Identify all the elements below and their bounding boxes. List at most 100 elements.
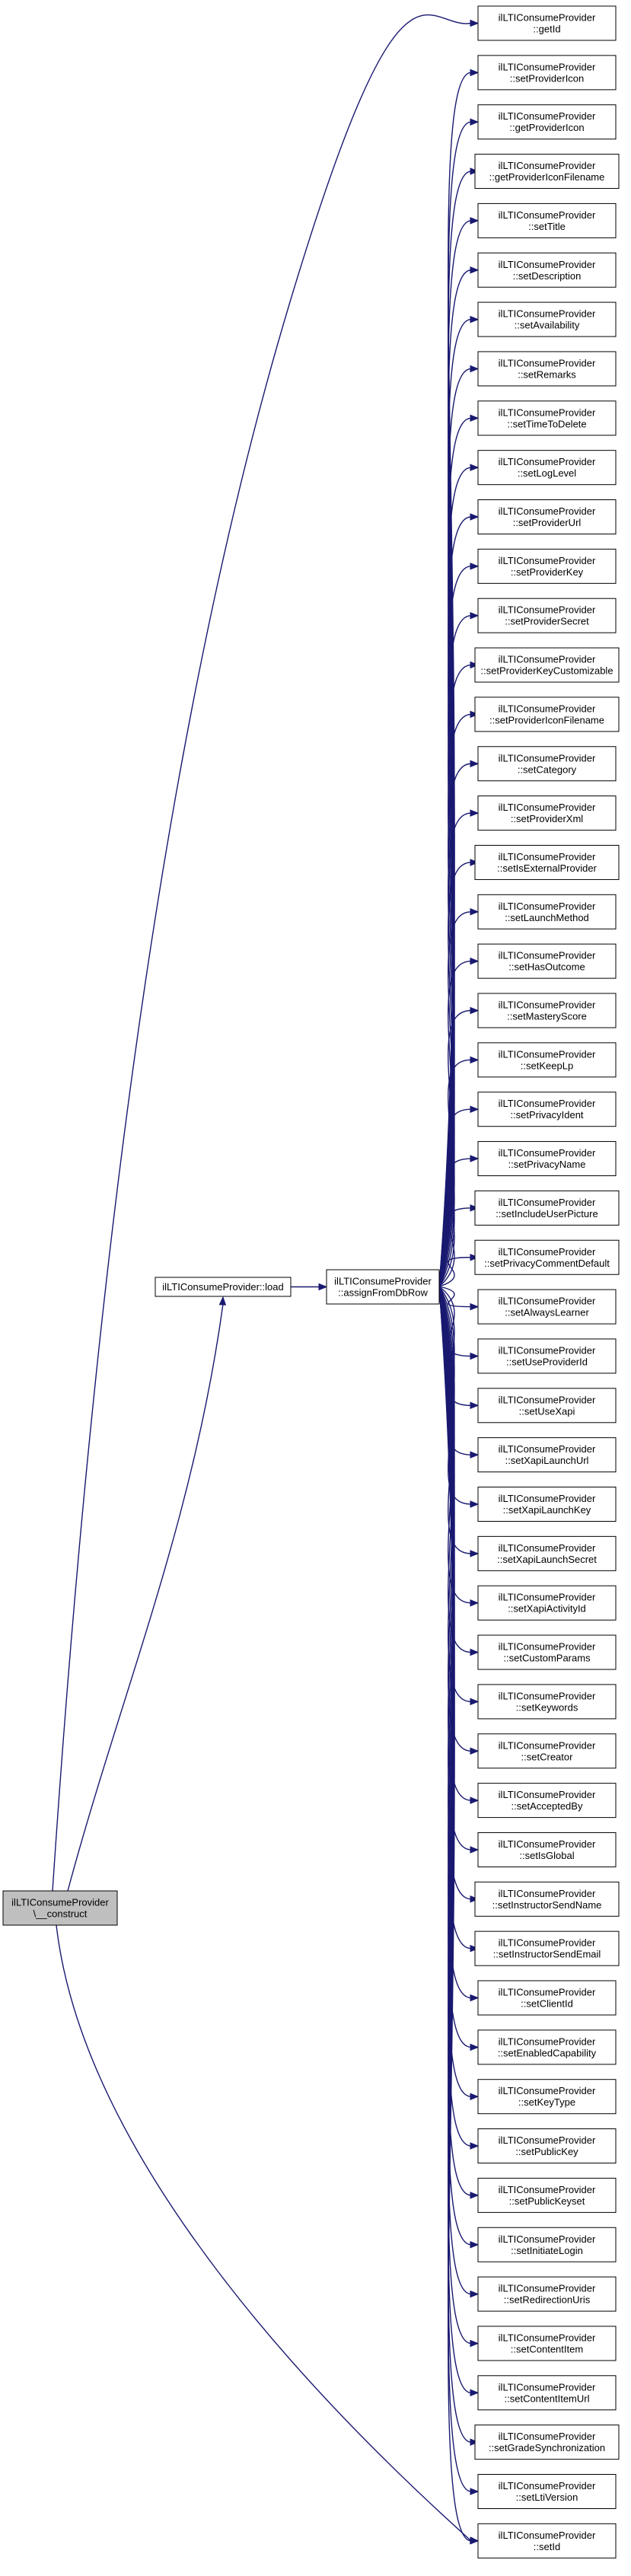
node-load-box xyxy=(155,1277,292,1297)
node-set-xapi-launch-url[interactable]: ilLTIConsumeProvider::setXapiLaunchUrl xyxy=(477,1437,617,1473)
node-set-remarks[interactable]: ilLTIConsumeProvider::setRemarks xyxy=(477,351,617,387)
node-set-provider-icon-filename[interactable]: ilLTIConsumeProvider::setProviderIconFil… xyxy=(474,697,620,732)
node-set-include-user-picture[interactable]: ilLTIConsumeProvider::setIncludeUserPict… xyxy=(474,1190,620,1226)
node-set-log-level[interactable]: ilLTIConsumeProvider::setLogLevel xyxy=(477,450,617,486)
edge-assign-to-set-provider-icon-arrowhead xyxy=(470,69,480,77)
node-set-content-item-url[interactable]: ilLTIConsumeProvider::setContentItemUrl xyxy=(477,2375,617,2411)
node-set-redirection-uris[interactable]: ilLTIConsumeProvider::setRedirectionUris xyxy=(477,2276,617,2312)
node-set-provider-key-customizable[interactable]: ilLTIConsumeProvider::setProviderKeyCust… xyxy=(474,647,620,683)
edge-assign-to-set-log-level-arrowhead xyxy=(470,464,480,471)
node-set-is-external-provider-box xyxy=(474,844,620,880)
edge-assign-to-set-launch-method-line xyxy=(438,911,472,1287)
node-set-category-box xyxy=(477,746,617,782)
node-set-id[interactable]: ilLTIConsumeProvider::setId xyxy=(477,2523,617,2558)
node-set-use-provider-id-label-line1: ilLTIConsumeProvider xyxy=(499,1344,596,1356)
node-set-provider-key[interactable]: ilLTIConsumeProvider::setProviderKey xyxy=(477,548,617,584)
node-assign-from-db-row[interactable]: ilLTIConsumeProvider::assignFromDbRow xyxy=(326,1269,440,1305)
node-set-description[interactable]: ilLTIConsumeProvider::setDescription xyxy=(477,252,617,288)
edge-assign-to-set-key-type-arrowhead xyxy=(470,2093,480,2100)
edge-construct-to-set-id-arrowhead xyxy=(470,2536,480,2544)
node-set-always-learner[interactable]: ilLTIConsumeProvider::setAlwaysLearner xyxy=(477,1289,617,1325)
node-set-custom-params-label-line1: ilLTIConsumeProvider xyxy=(499,1641,596,1653)
node-set-privacy-ident-label-line1: ilLTIConsumeProvider xyxy=(499,1098,596,1109)
edge-assign-to-set-provider-url xyxy=(438,513,480,1287)
node-get-id[interactable]: ilLTIConsumeProvider::getId xyxy=(477,5,617,41)
node-set-privacy-name[interactable]: ilLTIConsumeProvider::setPrivacyName xyxy=(477,1141,617,1177)
edge-assign-to-set-provider-key-line xyxy=(438,566,472,1287)
edge-assign-to-set-privacy-comment-default-arrowhead xyxy=(470,1254,480,1261)
node-set-accepted-by-label-line2: ::setAcceptedBy xyxy=(511,1800,583,1812)
edge-assign-to-set-use-provider-id-arrowhead xyxy=(470,1352,480,1360)
node-set-custom-params[interactable]: ilLTIConsumeProvider::setCustomParams xyxy=(477,1634,617,1670)
node-set-keep-lp-label-line2: ::setKeepLp xyxy=(521,1060,573,1071)
node-set-privacy-ident[interactable]: ilLTIConsumeProvider::setPrivacyIdent xyxy=(477,1092,617,1127)
node-set-key-type[interactable]: ilLTIConsumeProvider::setKeyType xyxy=(477,2079,617,2115)
edge-assign-to-set-lti-version-arrowhead xyxy=(470,2488,480,2495)
node-construct[interactable]: ilLTIConsumeProvider\__construct xyxy=(2,1890,118,1926)
node-load[interactable]: ilLTIConsumeProvider::load xyxy=(155,1277,292,1297)
node-set-provider-url[interactable]: ilLTIConsumeProvider::setProviderUrl xyxy=(477,499,617,534)
node-set-public-key[interactable]: ilLTIConsumeProvider::setPublicKey xyxy=(477,2128,617,2164)
node-set-initiate-login-label-line2: ::setInitiateLogin xyxy=(511,2245,583,2256)
node-set-mastery-score[interactable]: ilLTIConsumeProvider::setMasteryScore xyxy=(477,993,617,1028)
node-set-grade-synchronization[interactable]: ilLTIConsumeProvider::setGradeSynchroniz… xyxy=(474,2425,620,2460)
node-set-provider-icon[interactable]: ilLTIConsumeProvider::setProviderIcon xyxy=(477,55,617,91)
node-set-xapi-launch-secret[interactable]: ilLTIConsumeProvider::setXapiLaunchSecre… xyxy=(477,1535,617,1571)
node-set-has-outcome[interactable]: ilLTIConsumeProvider::setHasOutcome xyxy=(477,943,617,979)
node-set-xapi-launch-secret-box xyxy=(477,1535,617,1571)
node-set-use-provider-id-label-line2: ::setUseProviderId xyxy=(506,1356,588,1367)
edge-assign-to-set-custom-params xyxy=(438,1286,480,1656)
edge-assign-to-set-log-level-line xyxy=(438,467,472,1287)
node-set-xapi-activity-id-box xyxy=(477,1585,617,1621)
node-set-availability[interactable]: ilLTIConsumeProvider::setAvailability xyxy=(477,301,617,337)
node-set-instructor-send-name[interactable]: ilLTIConsumeProvider::setInstructorSendN… xyxy=(474,1881,620,1917)
node-set-provider-xml[interactable]: ilLTIConsumeProvider::setProviderXml xyxy=(477,795,617,831)
edge-assign-to-set-enabled-capability-line xyxy=(438,1286,472,2048)
edge-assign-to-get-provider-icon-filename xyxy=(438,167,480,1287)
node-set-use-xapi-label-line1: ilLTIConsumeProvider xyxy=(499,1394,596,1405)
node-set-public-keyset[interactable]: ilLTIConsumeProvider::setPublicKeyset xyxy=(477,2177,617,2213)
node-construct-label-line1: ilLTIConsumeProvider xyxy=(11,1897,109,1908)
node-set-launch-method[interactable]: ilLTIConsumeProvider::setLaunchMethod xyxy=(477,894,617,929)
node-set-use-xapi[interactable]: ilLTIConsumeProvider::setUseXapi xyxy=(477,1388,617,1423)
edge-assign-to-set-content-item-url-arrowhead xyxy=(470,2389,480,2397)
node-set-time-to-delete[interactable]: ilLTIConsumeProvider::setTimeToDelete xyxy=(477,400,617,436)
node-set-creator[interactable]: ilLTIConsumeProvider::setCreator xyxy=(477,1733,617,1769)
node-set-xapi-activity-id[interactable]: ilLTIConsumeProvider::setXapiActivityId xyxy=(477,1585,617,1621)
node-set-accepted-by[interactable]: ilLTIConsumeProvider::setAcceptedBy xyxy=(477,1783,617,1819)
node-set-keep-lp[interactable]: ilLTIConsumeProvider::setKeepLp xyxy=(477,1042,617,1078)
node-set-privacy-comment-default[interactable]: ilLTIConsumeProvider::setPrivacyCommentD… xyxy=(474,1239,620,1275)
node-set-xapi-launch-key[interactable]: ilLTIConsumeProvider::setXapiLaunchKey xyxy=(477,1487,617,1522)
node-set-client-id-label-line1: ilLTIConsumeProvider xyxy=(499,1987,596,1998)
node-set-use-provider-id[interactable]: ilLTIConsumeProvider::setUseProviderId xyxy=(477,1338,617,1374)
node-set-is-global[interactable]: ilLTIConsumeProvider::setIsGlobal xyxy=(477,1832,617,1867)
edge-assign-to-set-keep-lp xyxy=(438,1056,480,1287)
node-set-keywords[interactable]: ilLTIConsumeProvider::setKeywords xyxy=(477,1684,617,1720)
node-set-use-xapi-box xyxy=(477,1388,617,1423)
node-set-content-item[interactable]: ilLTIConsumeProvider::setContentItem xyxy=(477,2326,617,2361)
node-set-instructor-send-email[interactable]: ilLTIConsumeProvider::setInstructorSendE… xyxy=(474,1930,620,1966)
node-get-provider-icon-label-line1: ilLTIConsumeProvider xyxy=(499,110,596,122)
node-get-provider-icon[interactable]: ilLTIConsumeProvider::getProviderIcon xyxy=(477,104,617,140)
node-get-provider-icon-filename[interactable]: ilLTIConsumeProvider::getProviderIconFil… xyxy=(474,154,620,190)
node-set-lti-version[interactable]: ilLTIConsumeProvider::setLtiVersion xyxy=(477,2474,617,2509)
edge-assign-to-set-provider-secret xyxy=(438,611,480,1287)
node-set-provider-secret-label-line2: ::setProviderSecret xyxy=(505,616,589,627)
node-set-creator-box xyxy=(477,1733,617,1769)
node-set-enabled-capability[interactable]: ilLTIConsumeProvider::setEnabledCapabili… xyxy=(477,2029,617,2065)
edge-assign-to-set-provider-key-customizable xyxy=(438,661,480,1287)
edge-assign-to-set-xapi-activity-id-arrowhead xyxy=(470,1599,480,1607)
node-set-category-label-line2: ::setCategory xyxy=(518,764,577,775)
node-set-provider-secret[interactable]: ilLTIConsumeProvider::setProviderSecret xyxy=(477,598,617,633)
node-set-client-id[interactable]: ilLTIConsumeProvider::setClientId xyxy=(477,1980,617,2016)
node-set-title[interactable]: ilLTIConsumeProvider::setTitle xyxy=(477,202,617,238)
edge-assign-to-set-redirection-uris-arrowhead xyxy=(470,2290,480,2298)
node-set-initiate-login[interactable]: ilLTIConsumeProvider::setInitiateLogin xyxy=(477,2227,617,2262)
node-set-key-type-box xyxy=(477,2079,617,2115)
edge-assign-to-set-remarks xyxy=(438,365,480,1287)
edge-assign-to-set-has-outcome xyxy=(438,957,480,1287)
edge-assign-to-set-privacy-name xyxy=(438,1155,480,1287)
node-set-category[interactable]: ilLTIConsumeProvider::setCategory xyxy=(477,746,617,782)
node-set-content-item-url-box xyxy=(477,2375,617,2411)
node-set-is-external-provider[interactable]: ilLTIConsumeProvider::setIsExternalProvi… xyxy=(474,844,620,880)
